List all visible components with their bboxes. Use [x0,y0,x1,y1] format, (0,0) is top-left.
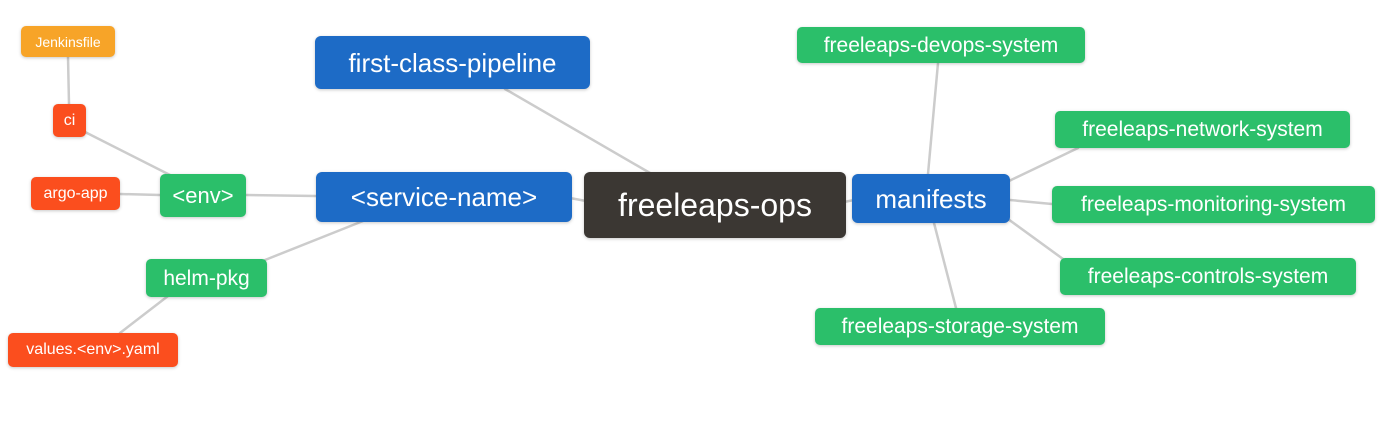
node-helm-pkg[interactable]: helm-pkg [146,259,267,297]
node-manifests[interactable]: manifests [852,174,1010,223]
node-freeleaps-controls-system[interactable]: freeleaps-controls-system [1060,258,1356,295]
node-freeleaps-network-system[interactable]: freeleaps-network-system [1055,111,1350,148]
edge-jenkinsfile-ci [66,55,71,106]
node-env[interactable]: <env> [160,174,246,217]
node-jenkinsfile[interactable]: Jenkinsfile [21,26,115,57]
node-freeleaps-storage-system[interactable]: freeleaps-storage-system [815,308,1105,345]
node-service-name[interactable]: <service-name> [316,172,572,222]
edge-manifests-storage [932,221,958,310]
node-argo-app[interactable]: argo-app [31,177,120,210]
node-freeleaps-devops-system[interactable]: freeleaps-devops-system [797,27,1085,63]
edge-manifests-monitoring [1008,198,1054,206]
node-ci[interactable]: ci [53,104,86,137]
edge-pipeline-ops [503,87,652,175]
edge-service-name-helm-pkg [263,219,365,262]
edge-argo-app-env [118,192,162,197]
node-freeleaps-monitoring-system[interactable]: freeleaps-monitoring-system [1052,186,1375,223]
edge-helm-pkg-values [118,294,170,335]
edge-manifests-network [1007,146,1080,183]
edge-manifests-devops [926,61,940,176]
edge-ci-env [83,130,174,178]
node-first-class-pipeline[interactable]: first-class-pipeline [315,36,590,89]
node-freeleaps-ops-root[interactable]: freeleaps-ops [584,172,846,238]
node-values-env-yaml[interactable]: values.<env>.yaml [8,333,178,367]
edge-env-service-name [244,193,318,198]
edge-service-name-ops [568,196,588,203]
edge-manifests-controls [1006,217,1065,261]
